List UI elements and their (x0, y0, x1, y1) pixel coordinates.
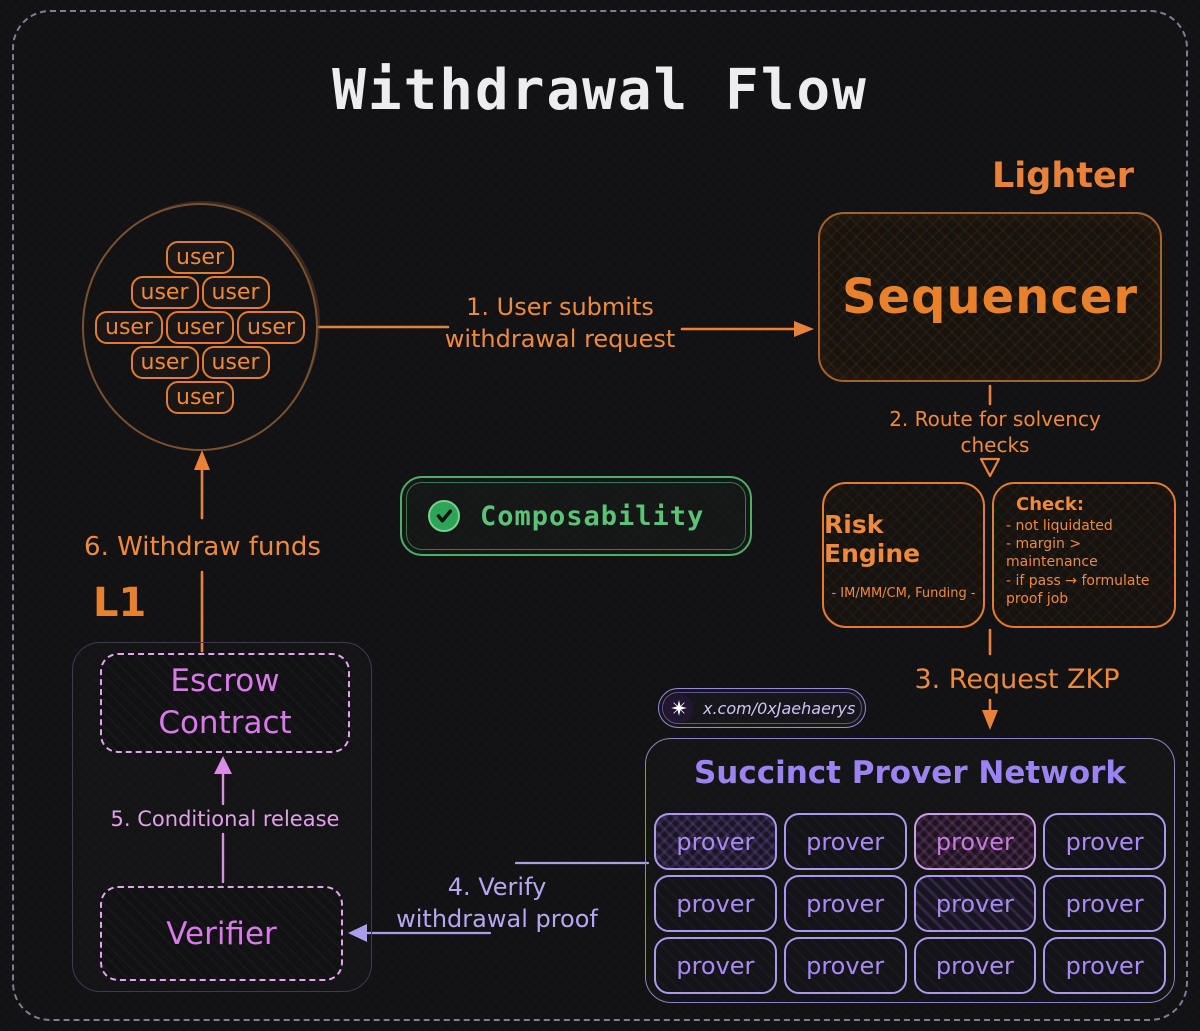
user-row: user user user (95, 310, 305, 344)
step2-line1: 2. Route for solvency (889, 407, 1101, 431)
user-chip: user (166, 240, 234, 274)
arrow-1-head (794, 321, 814, 337)
user-row: user (166, 380, 234, 414)
verifier-box: Verifier (100, 886, 343, 981)
user-row: user user (130, 275, 270, 309)
succinct-prover-network-box: Succinct Prover Network prover prover pr… (645, 738, 1175, 1003)
prover-cell: prover (1043, 937, 1166, 994)
prover-cell: prover (783, 875, 907, 932)
sequencer-label: Sequencer (841, 269, 1139, 325)
prover-cell: prover (783, 937, 907, 994)
step4-line2: withdrawal proof (396, 904, 598, 933)
step2-label: 2. Route for solvency checks (855, 406, 1135, 459)
step5-label: 5. Conditional release (110, 807, 340, 831)
risk-engine-box: Risk Engine - IM/MM/CM, Funding - (822, 482, 985, 628)
step2-line2: checks (960, 433, 1030, 458)
user-chip: user (201, 275, 270, 309)
user-chip: user (166, 380, 234, 414)
lighter-label: Lighter (992, 156, 1134, 196)
step4-line1: 4. Verify (447, 873, 547, 901)
step1-line2: withdrawal request (444, 324, 676, 353)
composability-badge: Composability (400, 476, 752, 556)
check-item: - not liquidated (1006, 518, 1113, 534)
succinct-network-title: Succinct Prover Network (693, 755, 1127, 791)
user-chip: user (95, 310, 163, 344)
arrow-6-head (194, 450, 210, 470)
prover-cell: prover (654, 875, 777, 932)
risk-engine-title: Risk Engine (824, 509, 921, 568)
check-item: - margin > maintenance (1006, 536, 1098, 571)
step1-line1: 1. User submits (466, 293, 654, 321)
prover-cell: prover (913, 813, 1037, 870)
step6-label: 6. Withdraw funds (84, 532, 321, 562)
risk-engine-subtitle: - IM/MM/CM, Funding - (831, 585, 976, 601)
prover-cell: prover (913, 875, 1037, 932)
check-item: - if pass → formulate proof job (1006, 572, 1150, 607)
verifier-label: Verifier (166, 915, 277, 952)
check-box: Check: - not liquidated - margin > maint… (992, 482, 1176, 628)
user-chip: user (130, 345, 199, 379)
prover-cell: prover (1043, 813, 1166, 870)
prover-cell: prover (654, 937, 777, 994)
step3-label: 3. Request ZKP (914, 664, 1120, 695)
user-row: user (166, 240, 234, 274)
users-cluster: user user user user user user user user … (82, 203, 318, 451)
arrow-2-open-head (979, 457, 1001, 478)
l1-box (72, 642, 372, 992)
page-title: Withdrawal Flow (332, 58, 868, 123)
prover-cell: prover (1043, 875, 1166, 932)
l1-label: L1 (93, 580, 147, 626)
step1-label: 1. User submits withdrawal request (420, 292, 700, 355)
step4-label: 4. Verify withdrawal proof (368, 872, 626, 935)
user-chip: user (130, 275, 199, 309)
sparkle-icon (664, 693, 693, 723)
xcom-handle-label: x.com/0xJaehaerys (703, 698, 856, 718)
user-row: user user (130, 345, 270, 379)
escrow-label-line2: Contract (158, 705, 292, 741)
prover-cell: prover (654, 813, 777, 870)
composability-label: Composability (480, 500, 705, 532)
prover-cell: prover (783, 813, 907, 870)
check-circle-icon (428, 500, 460, 532)
escrow-contract-box: Escrow Contract (100, 653, 350, 753)
user-chip: user (201, 345, 270, 379)
prover-cell: prover (913, 937, 1037, 994)
check-title: Check: (1016, 494, 1085, 515)
sequencer-box: Sequencer (818, 212, 1162, 382)
arrow-3-head (982, 710, 998, 730)
escrow-label-line1: Escrow (170, 663, 280, 700)
prover-grid: prover prover prover prover prover prove… (654, 813, 1166, 994)
xcom-handle-badge: x.com/0xJaehaerys (658, 688, 866, 728)
user-chip: user (166, 310, 234, 344)
user-chip: user (237, 310, 305, 344)
